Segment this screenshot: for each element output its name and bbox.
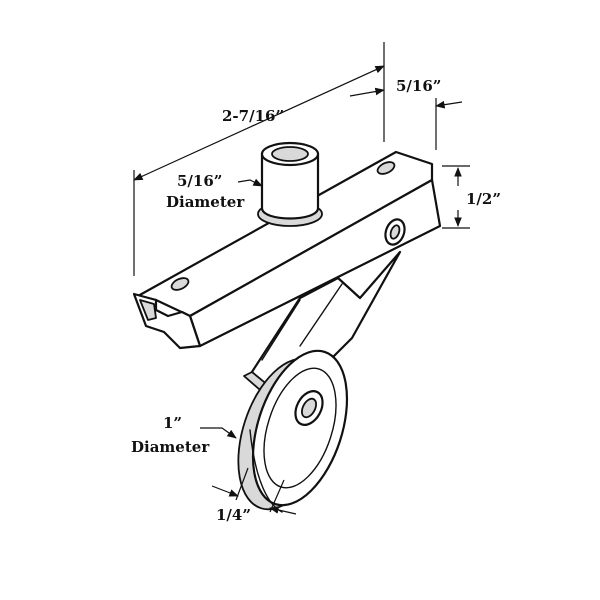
stem-diameter-text-label: Diameter xyxy=(166,193,245,211)
channel-bracket xyxy=(132,150,442,350)
wheel-width-label: 1/4” xyxy=(216,506,251,524)
wheel-diameter-text-label: Diameter xyxy=(131,438,210,456)
dimension-labels: 2-7/16” 5/16” 5/16” Diameter 1/2” 1” Dia… xyxy=(131,77,501,524)
stem-post xyxy=(257,141,323,227)
width-arrow-left xyxy=(349,87,385,97)
width-arrow-right xyxy=(435,100,463,109)
bracket-height-label: 1/2” xyxy=(466,190,501,208)
wheel-width-arrow-right xyxy=(269,506,297,515)
length-dimension-line xyxy=(133,65,385,181)
length-label: 2-7/16” xyxy=(222,107,284,125)
wheel xyxy=(237,349,349,513)
stem-diameter-leader xyxy=(237,178,263,187)
wheel-diameter-value-label: 1” xyxy=(163,414,182,432)
roller-bracket-illustration xyxy=(132,141,442,513)
bracket-width-label: 5/16” xyxy=(396,77,441,95)
wheel-diameter-leader xyxy=(200,427,237,439)
dimension-lines xyxy=(133,42,470,515)
stem-diameter-value-label: 5/16” xyxy=(177,172,222,190)
wheel-width-arrow-left xyxy=(211,485,239,497)
